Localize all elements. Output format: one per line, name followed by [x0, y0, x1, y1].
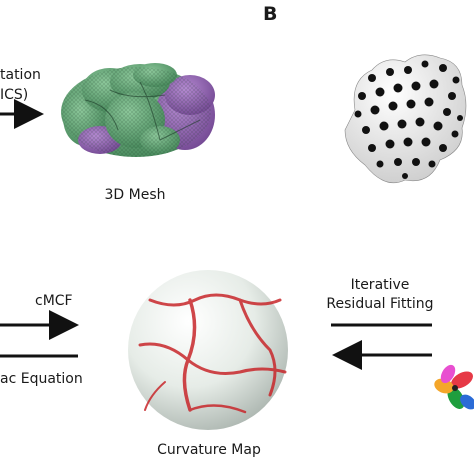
equation-label: ac Equation — [0, 371, 83, 387]
segmentation-label-top: tation — [0, 67, 41, 83]
curvature-map-caption: Curvature Map — [157, 442, 261, 458]
mesh-caption: 3D Mesh — [104, 187, 166, 203]
iterative-label: Iterative — [350, 277, 410, 293]
panel-letter-b: B — [263, 3, 278, 25]
residual-fitting-label: Residual Fitting — [326, 296, 434, 312]
spotted-blob-shape — [344, 54, 467, 184]
cmcf-label: cMCF — [35, 293, 73, 309]
harmonic-flower-shape — [434, 364, 474, 410]
mesh-cell-cluster — [61, 63, 215, 157]
curvature-sphere — [128, 270, 288, 430]
